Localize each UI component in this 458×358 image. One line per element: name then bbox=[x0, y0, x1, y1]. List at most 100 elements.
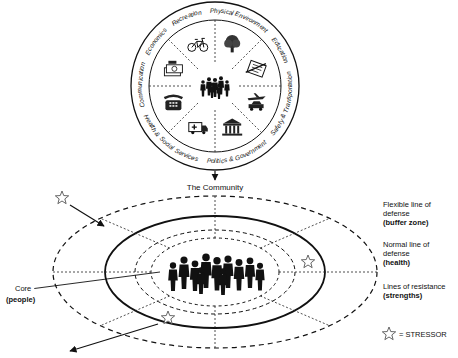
stressor-star bbox=[55, 191, 68, 204]
sector-label: Physical Environment bbox=[207, 6, 271, 36]
telephone-icon bbox=[169, 105, 171, 107]
sector-divider bbox=[239, 86, 281, 87]
stressor-arrow bbox=[70, 205, 104, 226]
money-icon bbox=[164, 61, 182, 76]
stressor-star bbox=[161, 311, 174, 324]
stressor-symbol bbox=[381, 326, 397, 342]
sector-divider bbox=[100, 296, 169, 326]
flexible-line bbox=[53, 196, 377, 348]
sector-label: Health & Social Services bbox=[142, 112, 202, 164]
telephone-icon bbox=[169, 102, 171, 104]
telephone-icon bbox=[165, 100, 181, 110]
government-icon bbox=[223, 119, 241, 124]
sector-label-letter: & bbox=[228, 155, 234, 164]
sector-label-letter: o bbox=[286, 89, 294, 93]
government-icon bbox=[237, 126, 239, 134]
sector-divider bbox=[149, 86, 191, 87]
label-group: Normal line of defense(health) bbox=[383, 240, 455, 267]
sector-label-letter: m bbox=[136, 88, 144, 94]
sector-label-letter: h bbox=[214, 7, 218, 15]
ambulance-icon bbox=[189, 123, 208, 135]
wheel-rim bbox=[131, 2, 299, 170]
sector-divider bbox=[149, 20, 281, 152]
sector-label: Communication bbox=[135, 59, 148, 109]
sector-label-letter: P bbox=[210, 7, 215, 15]
defense-lines bbox=[53, 196, 377, 348]
tree-icon bbox=[224, 39, 232, 47]
sector-divider bbox=[100, 218, 169, 248]
core-people bbox=[234, 259, 245, 291]
sector-divider bbox=[260, 296, 329, 326]
people-crowd bbox=[209, 83, 214, 98]
sector-divider bbox=[215, 110, 216, 152]
government-icon bbox=[223, 124, 241, 126]
sector-label-letter: n bbox=[281, 58, 290, 64]
papers-icon bbox=[246, 58, 267, 78]
sector-label-letter: o bbox=[211, 157, 215, 165]
sector-label-letter: t bbox=[286, 85, 294, 87]
telephone-icon bbox=[172, 105, 174, 107]
sector-divider bbox=[215, 196, 216, 238]
core-people bbox=[245, 257, 255, 288]
government-icon bbox=[225, 126, 227, 134]
core-people bbox=[179, 257, 190, 289]
ambulance-icon bbox=[191, 131, 194, 134]
line-name: Core bbox=[6, 284, 31, 293]
telephone-icon bbox=[164, 96, 182, 99]
stressor-star bbox=[301, 255, 314, 268]
government-icon bbox=[222, 134, 242, 136]
core-people bbox=[168, 262, 178, 291]
core-people bbox=[197, 267, 206, 294]
stressor-symbol bbox=[382, 327, 395, 340]
sector-label-letter: u bbox=[136, 84, 144, 88]
money-icon bbox=[166, 65, 182, 73]
papers-icon bbox=[247, 60, 266, 77]
line-meaning: (buffer zone) bbox=[383, 218, 455, 227]
resistance-line bbox=[151, 238, 279, 306]
people-crowd bbox=[200, 80, 205, 96]
sector-label-letter: y bbox=[217, 7, 221, 15]
sector-divider bbox=[260, 218, 329, 248]
leader-line bbox=[34, 272, 160, 289]
sector-label: Recreation bbox=[169, 8, 204, 28]
sector-label-letter: t bbox=[286, 80, 294, 82]
line-meaning: (people) bbox=[6, 295, 35, 304]
people-crowd bbox=[216, 84, 221, 99]
money-icon bbox=[168, 61, 176, 64]
ambulance-icon bbox=[202, 126, 208, 132]
government-icon bbox=[222, 119, 242, 136]
money-icon bbox=[172, 66, 177, 71]
sector-label-letter: n bbox=[136, 81, 144, 85]
core-people bbox=[168, 254, 264, 295]
sector-label-letter: a bbox=[286, 82, 294, 86]
down-arrow bbox=[214, 171, 215, 180]
government-icon bbox=[233, 126, 235, 134]
sector-label-letter: P bbox=[206, 157, 211, 165]
sector-label-letter: l bbox=[231, 9, 234, 17]
core-people bbox=[219, 268, 228, 295]
sector-label-letter: s bbox=[223, 156, 227, 164]
core-people bbox=[255, 263, 264, 291]
line-name: Lines of resistance bbox=[383, 282, 455, 291]
tree-icon bbox=[232, 39, 240, 47]
line-meaning: (strengths) bbox=[383, 291, 455, 300]
transport-icon bbox=[249, 104, 264, 108]
line-name: Flexible line of defense bbox=[383, 200, 455, 218]
bicycle-icon bbox=[192, 38, 205, 47]
sector-divider bbox=[279, 272, 377, 273]
ambulance-icon bbox=[192, 125, 197, 130]
line-meaning: (health) bbox=[383, 258, 455, 267]
sector-label: Politics & Government bbox=[204, 137, 270, 166]
sector-divider bbox=[215, 306, 216, 348]
stressor-arrow bbox=[70, 324, 158, 351]
telephone-icon bbox=[175, 102, 177, 104]
transport-icon bbox=[250, 108, 253, 111]
label-group: Lines of resistance(strengths) bbox=[383, 282, 455, 300]
label-group: Flexible line of defense(buffer zone) bbox=[383, 200, 455, 227]
bicycle-icon bbox=[188, 38, 208, 51]
telephone-icon bbox=[172, 102, 174, 104]
sector-label: Economics bbox=[143, 25, 170, 57]
community-wheel bbox=[131, 2, 299, 170]
